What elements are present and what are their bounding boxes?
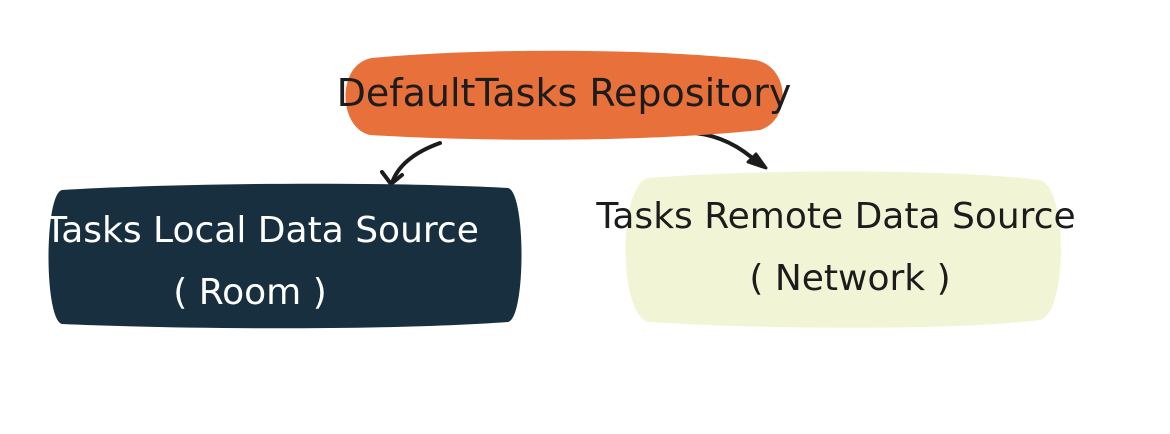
arrowhead-local [380, 170, 404, 186]
edge-repository-to-local [390, 141, 442, 185]
local-data-source-sublabel: ( Room ) [173, 272, 327, 313]
arrowhead-remote [746, 152, 768, 170]
remote-data-source-node: Tasks Remote Data Source ( Network ) [595, 171, 1076, 328]
remote-data-source-label: Tasks Remote Data Source [595, 196, 1075, 237]
repository-node-label: DefaultTasks Repository [337, 71, 792, 115]
local-data-source-label: Tasks Local Data Source [44, 210, 479, 251]
remote-data-source-sublabel: ( Network ) [749, 258, 950, 299]
local-data-source-node: Tasks Local Data Source ( Room ) [44, 183, 522, 329]
edge-repository-to-remote [693, 131, 760, 165]
remote-data-source-node-shape [625, 171, 1061, 328]
repository-node-shape [345, 50, 783, 140]
repository-node: DefaultTasks Repository [337, 50, 792, 140]
local-data-source-node-shape [48, 183, 522, 329]
